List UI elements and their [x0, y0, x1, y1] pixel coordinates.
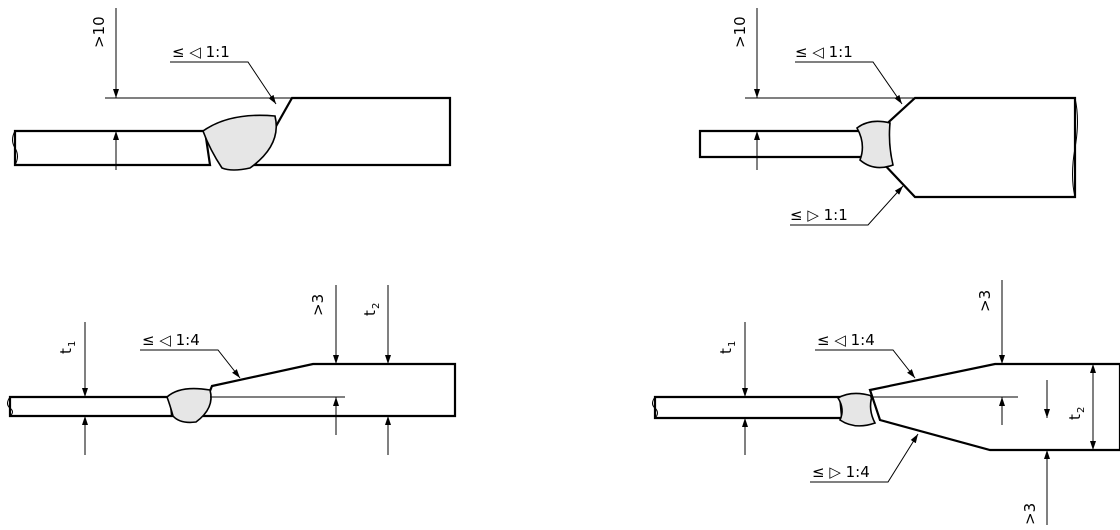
- offset-label: >10: [90, 16, 108, 48]
- offset-top-label: >3: [976, 290, 994, 312]
- detail-top-left: >10 ≤ ◁ 1:1: [12, 8, 452, 171]
- weld-bead: [855, 120, 894, 169]
- thick-plate: [253, 96, 452, 167]
- slope-leader-bottom: [790, 185, 904, 226]
- slope-label-bottom: ≤ ▷ 1:1: [790, 206, 848, 224]
- t1-subscript: 1: [727, 341, 738, 347]
- slope-label-top: ≤ ◁ 1:1: [795, 43, 853, 61]
- offset-bottom-label: >3: [1021, 503, 1039, 525]
- tapered-plate: [198, 362, 457, 418]
- slope-leader: [170, 61, 277, 105]
- break-line: [1072, 97, 1078, 198]
- slope-label: ≤ ◁ 1:1: [172, 43, 230, 61]
- t2-subscript: 2: [1076, 407, 1087, 413]
- offset-label: >10: [731, 16, 749, 48]
- slope-leader-top: [795, 61, 903, 105]
- slope-leader: [140, 349, 241, 379]
- detail-bottom-left: ≤ ◁ 1:4 >3 t 1 t 2: [7, 285, 457, 455]
- t1-label: t: [57, 348, 75, 354]
- slope-label-top: ≤ ◁ 1:4: [817, 331, 875, 349]
- break-line: [12, 130, 18, 166]
- t2-label: t: [1066, 414, 1084, 420]
- weld-bead: [166, 387, 212, 424]
- detail-top-right: >10 ≤ ◁ 1:1 ≤ ▷ 1:1: [698, 8, 1078, 226]
- thin-plate: [653, 395, 844, 420]
- offset-label: >3: [309, 294, 327, 316]
- t1-label: t: [717, 348, 735, 354]
- t2-subscript: 2: [371, 303, 382, 309]
- thin-plate: [13, 129, 212, 167]
- slope-leader-top: [815, 349, 916, 379]
- slope-leader-bottom: [810, 433, 919, 483]
- tapered-plate: [868, 362, 1120, 452]
- thick-plate: [878, 96, 1077, 199]
- t1-subscript: 1: [67, 341, 78, 347]
- thin-plate: [8, 395, 174, 418]
- weld-bead: [202, 114, 277, 171]
- t2-label: t: [361, 310, 379, 316]
- weld-bead: [836, 392, 877, 427]
- detail-bottom-right: ≤ ◁ 1:4 ≤ ▷ 1:4 >3 >3 t 1 t 2: [652, 280, 1120, 525]
- break-line: [7, 396, 13, 417]
- slope-label: ≤ ◁ 1:4: [142, 331, 200, 349]
- break-line: [652, 396, 658, 419]
- thin-plate: [698, 129, 870, 159]
- slope-label-bottom: ≤ ▷ 1:4: [812, 463, 870, 481]
